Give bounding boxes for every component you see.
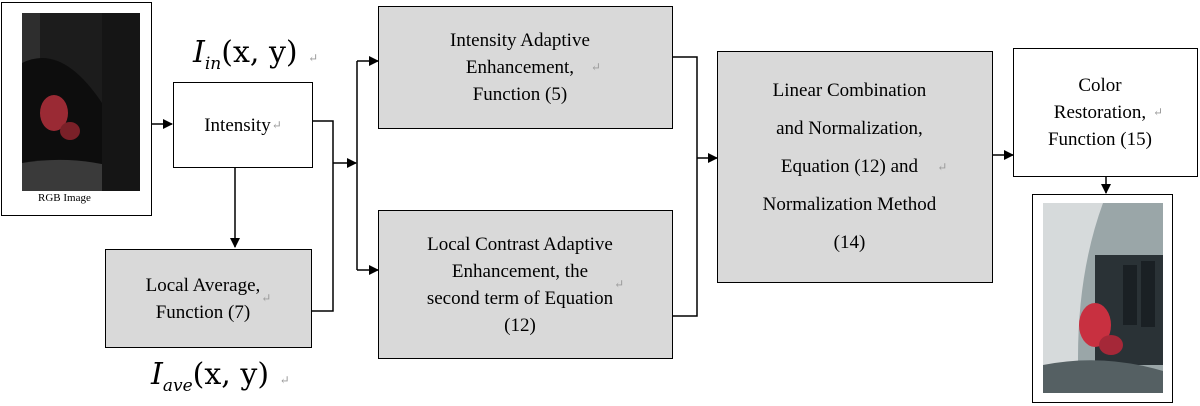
color-restoration-label: Color Restoration, Function (15) — [1047, 75, 1152, 150]
linear-combination-box: Linear Combination and Normalization, Eq… — [717, 51, 993, 283]
local-average-box: Local Average, Function (7)↵ — [105, 249, 312, 348]
line-intensity-out — [312, 120, 334, 163]
output-enhanced-image — [1032, 194, 1173, 403]
intensity-box: Intensity↵ — [173, 82, 313, 168]
rgb-image-caption: RGB Image — [38, 192, 91, 204]
intensity-adaptive-label: Intensity Adaptive Enhancement, Function… — [450, 30, 590, 105]
local-contrast-label: Local Contrast Adaptive Enhancement, the… — [426, 233, 614, 336]
output-photo — [1043, 203, 1163, 393]
input-rgb-image — [1, 2, 152, 216]
formula-i-ave: Iave(x, y) ↵ — [151, 357, 290, 397]
local-average-label: Local Average, Function (7) — [145, 274, 261, 323]
input-photo — [22, 13, 140, 191]
line-local-contrast-out — [673, 158, 698, 317]
color-restoration-box: Color Restoration, Function (15)↵ — [1013, 48, 1198, 177]
line-intensity-adaptive-out — [673, 56, 698, 158]
formula-i-in: Iin(x, y) ↵ — [193, 35, 319, 75]
line-local-average-out — [312, 163, 334, 312]
linear-combination-label: Linear Combination and Normalization, Eq… — [762, 80, 937, 253]
local-contrast-box: Local Contrast Adaptive Enhancement, the… — [378, 210, 673, 359]
intensity-adaptive-box: Intensity Adaptive Enhancement, Function… — [378, 6, 673, 129]
intensity-label: Intensity — [204, 114, 271, 136]
